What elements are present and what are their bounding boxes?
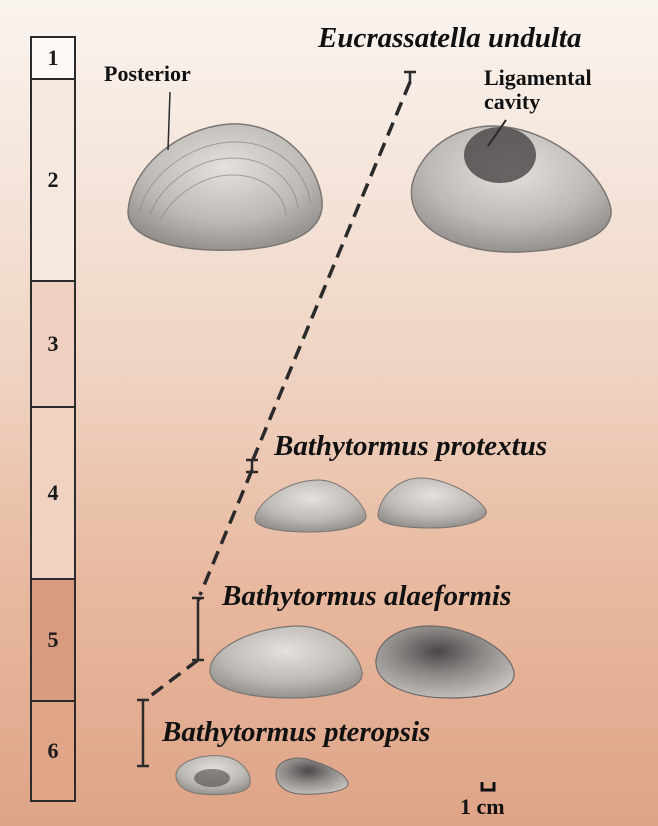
protextus-shell-right (378, 478, 486, 528)
ligamental-cavity-shading (464, 127, 536, 183)
range-bar-eucrassatella (404, 72, 416, 84)
ligamental-label-line1: Ligamental (484, 66, 592, 90)
ligamental-cavity-label: Ligamental cavity (484, 66, 592, 114)
protextus-shell-left (255, 480, 366, 532)
species-label-alaeformis: Bathytormus alaeformis (222, 580, 511, 613)
posterior-pointer (168, 92, 170, 150)
ligamental-label-line2: cavity (484, 90, 592, 114)
species-label-eucrassatella: Eucrassatella undulta (318, 22, 582, 55)
posterior-label: Posterior (104, 62, 191, 86)
range-bar-pteropsis (137, 700, 149, 766)
range-bar-alaeformis (192, 598, 204, 660)
scale-bar-bracket (482, 782, 494, 790)
alaeformis-shell-right (376, 626, 514, 698)
species-label-pteropsis: Bathytormus pteropsis (162, 716, 430, 749)
scale-bar-label: 1 cm (460, 794, 505, 820)
alaeformis-shell-left (210, 626, 362, 698)
range-bar-protextus (246, 460, 258, 472)
species-label-protextus: Bathytormus protextus (274, 430, 547, 463)
pteropsis-shell-right (276, 758, 348, 794)
lineage-dashed-connector (200, 470, 252, 595)
pteropsis-shell-left-interior (194, 769, 230, 787)
